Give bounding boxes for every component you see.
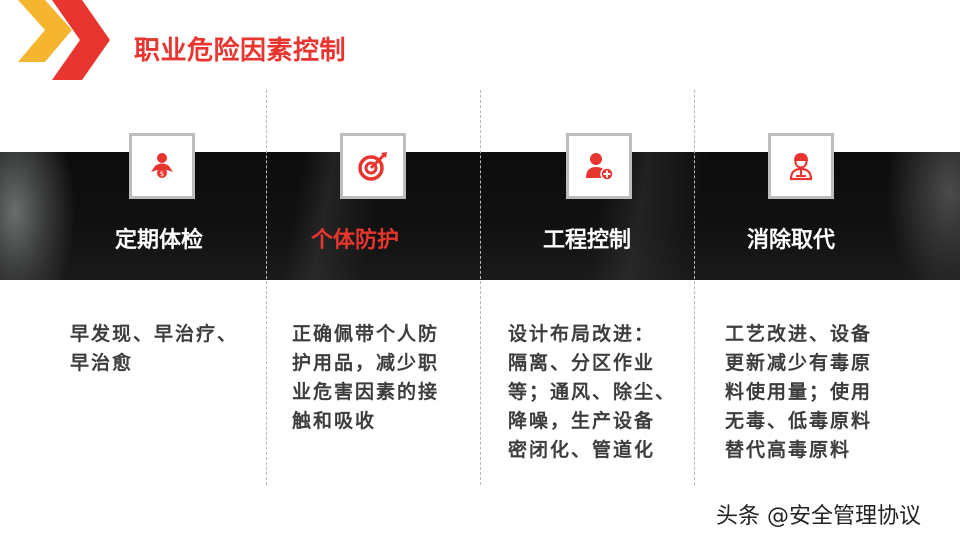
column-health-check: $ 定期体检 早发现、早治疗、 早治愈 bbox=[52, 0, 266, 540]
icon-box: $ bbox=[129, 133, 195, 199]
svg-text:$: $ bbox=[160, 170, 164, 178]
column-description: 设计布局改进： 隔离、分区作业 等；通风、除尘、 降噪，生产设备 密闭化、管道化 bbox=[508, 323, 677, 461]
column-heading: 定期体检 bbox=[114, 228, 203, 253]
column-engineering-control: 工程控制 设计布局改进： 隔离、分区作业 等；通风、除尘、 降噪，生产设备 密闭… bbox=[480, 0, 694, 540]
column-divider bbox=[266, 90, 267, 485]
column-divider bbox=[480, 90, 481, 485]
icon-box bbox=[566, 133, 632, 199]
column-description: 正确佩带个人防 护用品，减少职 业危害因素的接 触和吸收 bbox=[292, 323, 440, 432]
double-chevron-icon bbox=[18, 0, 110, 80]
column-elimination-substitution: 消除取代 工艺改进、设备 更新减少有毒原 料使用量；使用 无毒、低毒原料 替代高… bbox=[694, 0, 908, 540]
worker-icon bbox=[789, 153, 813, 181]
column-heading: 工程控制 bbox=[542, 228, 631, 253]
user-add-icon bbox=[586, 153, 614, 181]
column-description: 工艺改进、设备 更新减少有毒原 料使用量；使用 无毒、低毒原料 替代高毒原料 bbox=[725, 323, 873, 461]
target-arrow-icon bbox=[358, 152, 387, 181]
column-divider bbox=[694, 90, 695, 485]
watermark: 头条 @安全管理协议 bbox=[716, 504, 921, 529]
column-heading: 消除取代 bbox=[746, 228, 835, 253]
column-description: 早发现、早治疗、 早治愈 bbox=[70, 323, 239, 374]
column-heading-active: 个体防护 bbox=[310, 228, 399, 253]
page-title: 职业危险因素控制 bbox=[134, 36, 347, 66]
person-money-icon: $ bbox=[151, 153, 173, 178]
icon-box bbox=[340, 133, 406, 199]
column-personal-protection: 个体防护 正确佩带个人防 护用品，减少职 业危害因素的接 触和吸收 bbox=[266, 0, 480, 540]
icon-box bbox=[768, 133, 834, 199]
